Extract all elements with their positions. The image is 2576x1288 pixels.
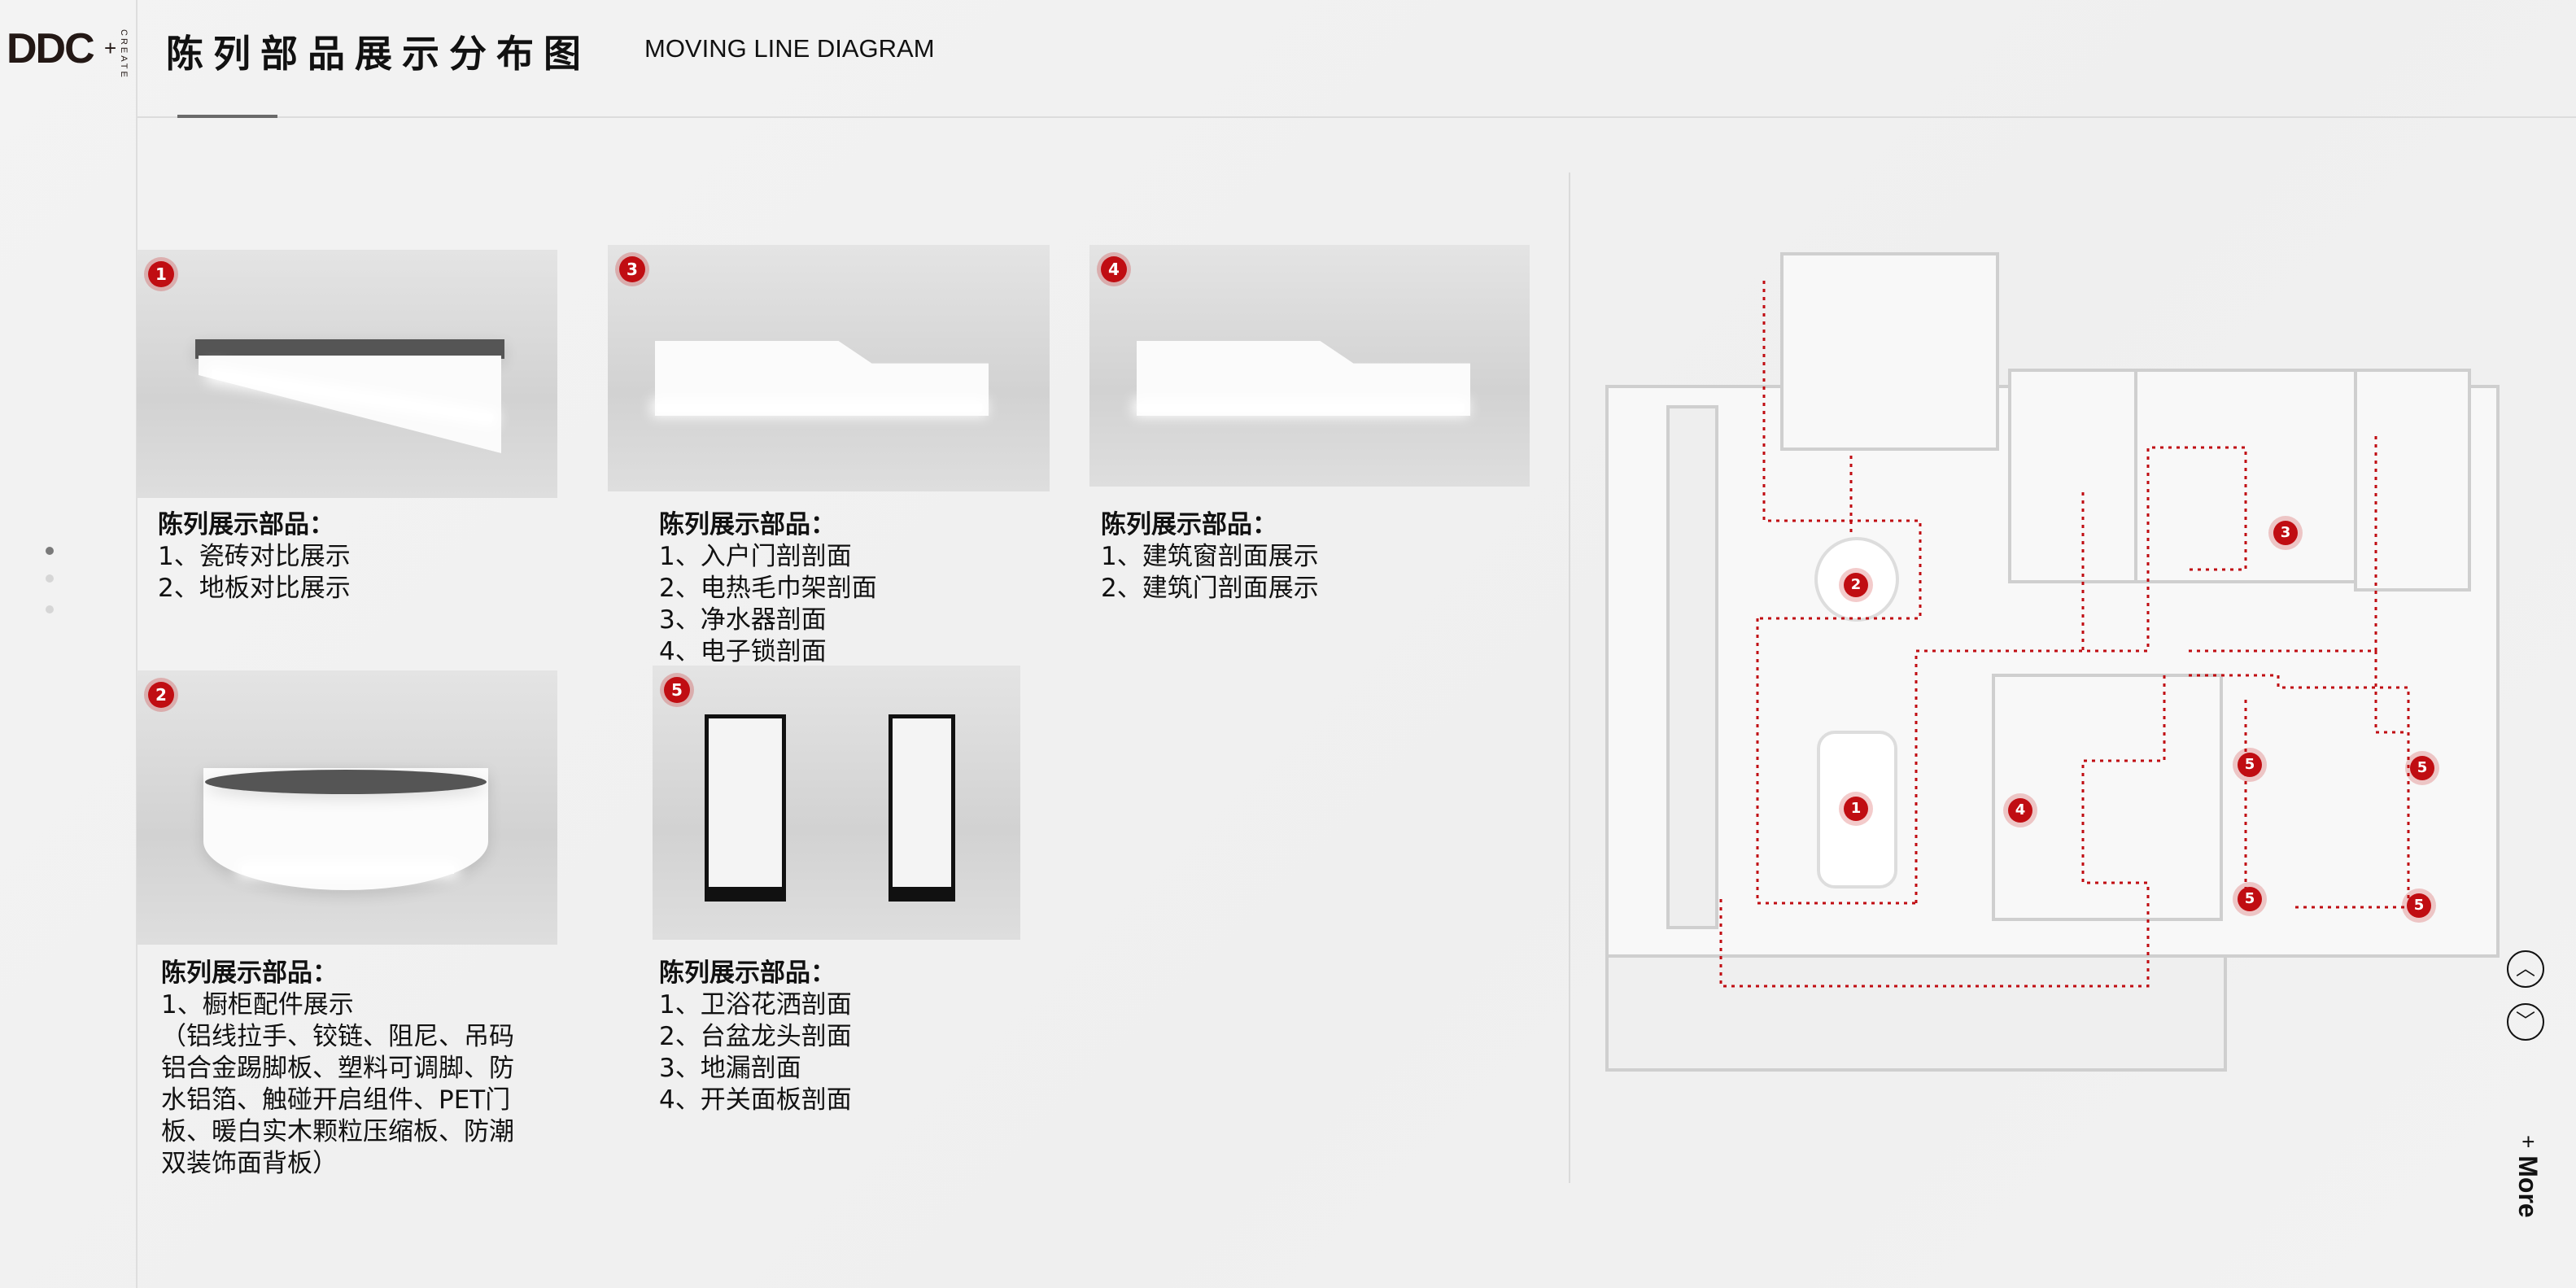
wall-cabinet xyxy=(1666,405,1718,929)
floor-marker-1[interactable]: 1 xyxy=(1844,797,1868,821)
panel-badge: 3 xyxy=(619,256,645,282)
scroll-down-button[interactable]: ﹀ xyxy=(2507,1003,2544,1041)
floor-marker-4[interactable]: 4 xyxy=(2008,798,2032,823)
header-divider xyxy=(137,116,2576,118)
page-subtitle: MOVING LINE DIAGRAM xyxy=(644,34,935,63)
panel-5-image: 5 xyxy=(653,666,1020,940)
panel-badge: 1 xyxy=(148,261,174,287)
floor-marker-5[interactable]: 5 xyxy=(2238,753,2262,777)
balcony xyxy=(1605,954,2227,1072)
scroll-up-button[interactable]: ︿ xyxy=(2507,950,2544,988)
room-study xyxy=(1992,674,2223,921)
panel-3-image: 3 xyxy=(608,245,1050,491)
floor-marker-2[interactable]: 2 xyxy=(1844,573,1868,597)
floor-marker-3[interactable]: 3 xyxy=(2273,521,2298,545)
moving-lines xyxy=(1719,281,2410,988)
ddc-logo: DDC+CREATE xyxy=(7,25,129,80)
page-title: 陈列部品展示分布图 xyxy=(166,32,591,76)
panel-2-text: 陈列展示部品：1、橱柜配件展示（铝线拉手、铰链、阻尼、吊码铝合金踢脚板、塑料可调… xyxy=(161,958,514,1178)
room-bath-1 xyxy=(2008,369,2146,583)
panel-badge: 4 xyxy=(1101,256,1127,282)
section-divider xyxy=(1569,172,1570,1183)
floor-marker-5[interactable]: 5 xyxy=(2407,893,2431,918)
plus-icon: + xyxy=(2516,1135,2541,1149)
panel-1-image: 1 xyxy=(137,250,557,498)
room-kitchen xyxy=(1780,252,1999,451)
sidebar-divider xyxy=(136,0,138,1288)
page-dot-2[interactable] xyxy=(46,574,54,583)
page-dot-3[interactable] xyxy=(46,605,54,613)
floor-marker-5[interactable]: 5 xyxy=(2238,887,2262,911)
panel-badge: 5 xyxy=(664,677,690,703)
floor-marker-5[interactable]: 5 xyxy=(2410,756,2434,780)
panel-badge: 2 xyxy=(148,682,174,708)
room-bath-2 xyxy=(2354,369,2471,592)
page-dot-1[interactable] xyxy=(46,547,54,555)
header-accent-bar xyxy=(177,115,277,118)
more-link[interactable]: + More xyxy=(2513,1135,2543,1218)
panel-4-image: 4 xyxy=(1089,245,1530,487)
panel-2-image: 2 xyxy=(137,670,557,945)
